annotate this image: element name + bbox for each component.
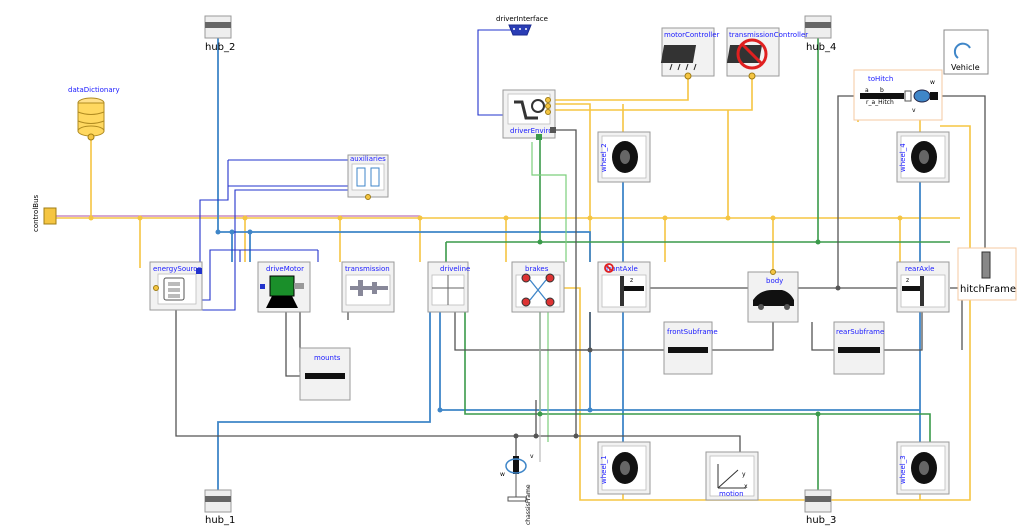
- transmission-controller[interactable]: transmissionController: [726, 27, 808, 80]
- wheel-1[interactable]: wheel_1: [597, 441, 651, 495]
- r-a-hitch-label: r_a_Hitch: [866, 99, 894, 106]
- glyph-a: a: [865, 87, 869, 94]
- hub-4-label: hub_4: [806, 42, 836, 53]
- hitch-frame[interactable]: hitchFrame: [957, 247, 1017, 301]
- transmission[interactable]: transmission: [341, 261, 395, 313]
- bus-junctions: [88, 215, 903, 221]
- brakes[interactable]: brakes: [511, 261, 565, 313]
- translational-junctions: [537, 239, 821, 417]
- front-subframe[interactable]: frontSubframe: [663, 321, 718, 375]
- control-bus[interactable]: controlBus: [32, 194, 57, 232]
- motion[interactable]: y x motion: [705, 451, 759, 501]
- wheel-2[interactable]: wheel_2: [597, 131, 651, 183]
- chassis-frame-label: chassisFrame: [525, 484, 532, 525]
- motion-label: motion: [719, 490, 744, 498]
- front-axle-label: frontAxle: [606, 265, 638, 273]
- glyph-b: b: [880, 87, 884, 94]
- mounts[interactable]: mounts: [299, 347, 351, 401]
- rear-axle-label: rearAxle: [905, 265, 934, 273]
- hub-1[interactable]: hub_1: [204, 489, 235, 526]
- junction-dots: [215, 229, 593, 413]
- brakes-label: brakes: [525, 265, 549, 273]
- auxiliaries-label: auxiliaries: [350, 155, 386, 163]
- wheel-4[interactable]: wheel_4: [896, 131, 950, 183]
- glyph-z: z: [630, 277, 633, 284]
- glyph-v-chassis: v: [530, 453, 534, 460]
- driver-enviro-label: driverEnviro: [510, 127, 553, 135]
- rear-subframe-label: rearSubframe: [836, 328, 884, 336]
- body[interactable]: body: [747, 269, 799, 323]
- control-bus-label: controlBus: [32, 194, 40, 232]
- wheel-1-label: wheel_1: [600, 455, 608, 484]
- rotation-icon: [953, 42, 971, 59]
- transmission-controller-label: transmissionController: [729, 31, 808, 39]
- driveline[interactable]: driveline: [427, 261, 470, 313]
- driveline-label: driveline: [440, 265, 470, 273]
- driver-interface[interactable]: driverInterface: [496, 15, 548, 36]
- auxiliaries[interactable]: auxiliaries: [347, 154, 389, 200]
- drive-motor-label: driveMotor: [266, 265, 304, 273]
- glyph-v: v: [912, 107, 916, 114]
- body-label: body: [766, 277, 783, 285]
- to-hitch-label: toHitch: [868, 75, 893, 83]
- hub-1-label: hub_1: [205, 515, 235, 526]
- glyph-z-rear: z: [906, 277, 909, 284]
- vehicle-label: Vehicle: [951, 63, 980, 72]
- wheel-3-label: wheel_3: [899, 455, 907, 484]
- glyph-w: w: [930, 79, 935, 86]
- wheel-3[interactable]: wheel_3: [896, 441, 950, 495]
- chassis-frame[interactable]: w v chassisFrame: [500, 453, 534, 525]
- motor-controller-label: motorController: [664, 31, 720, 39]
- mounts-label: mounts: [314, 354, 341, 362]
- vehicle-icon-block[interactable]: Vehicle: [943, 29, 989, 75]
- data-dictionary-label: dataDictionary: [68, 86, 120, 94]
- front-subframe-label: frontSubframe: [667, 328, 718, 336]
- rear-axle[interactable]: rearAxle z: [896, 261, 950, 313]
- driver-interface-label: driverInterface: [496, 15, 548, 23]
- wheel-2-label: wheel_2: [600, 143, 608, 172]
- connection-wires: [52, 29, 986, 501]
- driver-enviro[interactable]: driverEnviro: [502, 89, 556, 140]
- glyph-x: x: [744, 483, 748, 490]
- hub-2[interactable]: hub_2: [204, 15, 235, 53]
- rear-subframe[interactable]: rearSubframe: [833, 321, 885, 375]
- transmission-label: transmission: [345, 265, 390, 273]
- hub-4[interactable]: hub_4: [804, 15, 836, 53]
- disabled-icon: [604, 263, 614, 273]
- front-axle[interactable]: frontAxle z: [597, 261, 651, 313]
- hub-2-label: hub_2: [205, 42, 235, 53]
- glyph-w-chassis: w: [500, 471, 505, 478]
- hitch-frame-label: hitchFrame: [960, 284, 1016, 295]
- hub-3[interactable]: hub_3: [804, 489, 836, 526]
- glyph-y: y: [742, 471, 746, 478]
- motor-controller[interactable]: motorController: [660, 27, 720, 80]
- energy-source[interactable]: energySource: [149, 261, 203, 311]
- wheel-4-label: wheel_4: [899, 143, 907, 172]
- energy-source-label: energySource: [153, 265, 201, 273]
- hub-3-label: hub_3: [806, 515, 836, 526]
- data-dictionary[interactable]: dataDictionary: [68, 86, 120, 141]
- to-hitch[interactable]: toHitch b a r_a_Hitch w v: [853, 69, 943, 121]
- drive-motor[interactable]: driveMotor: [257, 261, 311, 313]
- frame-junctions: [513, 285, 841, 439]
